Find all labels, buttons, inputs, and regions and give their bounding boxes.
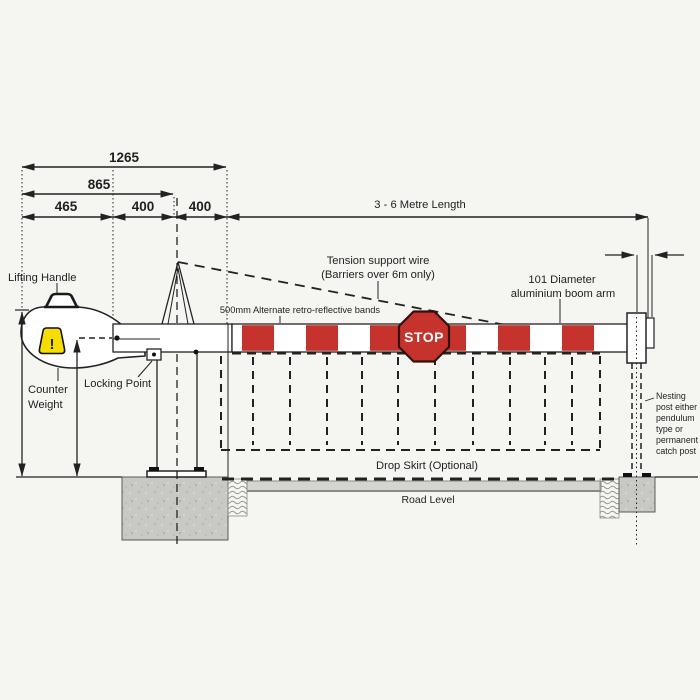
nesting-base-pad-right [642, 473, 651, 477]
locking-point-dot [152, 352, 156, 357]
drop-skirt-bars [252, 357, 573, 445]
warning-icon [38, 327, 66, 355]
reflective-band-red [306, 325, 338, 351]
label-tension-1: Tension support wire [327, 255, 430, 267]
label-counter-weight-2: Weight [28, 399, 64, 411]
nesting-base-pad-left [623, 473, 632, 477]
ground-and-foundations [16, 476, 698, 541]
leader-lines [56, 281, 655, 402]
leader-locking-point [137, 360, 153, 378]
right-backfill-hatch [599, 478, 620, 519]
nesting-post-head [626, 312, 647, 364]
base-pad-right [194, 467, 204, 472]
dim-text-400b: 400 [189, 199, 212, 214]
reflective-band-red [562, 325, 594, 351]
label-road-level: Road Level [401, 494, 454, 506]
label-counter-weight-1: Counter [28, 384, 68, 396]
pivot-point-dot [114, 335, 120, 341]
nesting-line-5: permanent [656, 435, 699, 445]
lifting-handle-shape [44, 292, 79, 308]
reflective-bands [242, 325, 594, 351]
nesting-line-3: pendulum [656, 413, 695, 423]
dim-text-1265: 1265 [109, 150, 140, 165]
label-drop-skirt: Drop Skirt (Optional) [376, 460, 478, 472]
label-lifting-handle: Lifting Handle [8, 272, 76, 284]
nesting-post [605, 218, 684, 545]
left-foundation-block [121, 476, 229, 541]
tension-support-wire [177, 261, 517, 328]
nesting-line-6: catch post [656, 446, 697, 456]
road-surface-bar [246, 480, 602, 492]
dim-text-865: 865 [88, 177, 111, 192]
label-boom-1: 101 Diameter [528, 274, 595, 286]
pivot-housing [112, 323, 233, 353]
dim-text-465: 465 [55, 199, 78, 214]
dimensions [15, 163, 649, 477]
tension-mast-inner [167, 267, 189, 325]
stop-sign-text: STOP [404, 329, 444, 345]
left-backfill-hatch [227, 478, 248, 517]
label-nesting-post: Nesting post either pendulum type or per… [656, 391, 699, 456]
reflective-band-red [498, 325, 530, 351]
label-reflective-bands: 500mm Alternate retro-reflective bands [220, 305, 381, 315]
label-locking-point: Locking Point [84, 378, 152, 390]
base-pad-left [149, 467, 159, 472]
label-boom-2: aluminium boom arm [511, 288, 615, 300]
nesting-line-2: post either [656, 402, 697, 412]
nesting-line-4: type or [656, 424, 683, 434]
label-tension-2: (Barriers over 6m only) [321, 269, 435, 281]
dim-text-length: 3 - 6 Metre Length [374, 199, 465, 211]
reflective-band-red [370, 325, 402, 351]
warning-exclamation: ! [50, 336, 55, 353]
reflective-band-red [242, 325, 274, 351]
nesting-line-1: Nesting [656, 391, 686, 401]
stop-sign-octagon [397, 310, 451, 363]
stop-sign: STOP [397, 310, 451, 363]
dim-text-400a: 400 [132, 199, 155, 214]
arm-mount-dot [193, 349, 199, 355]
leader-nesting-post [644, 397, 655, 402]
